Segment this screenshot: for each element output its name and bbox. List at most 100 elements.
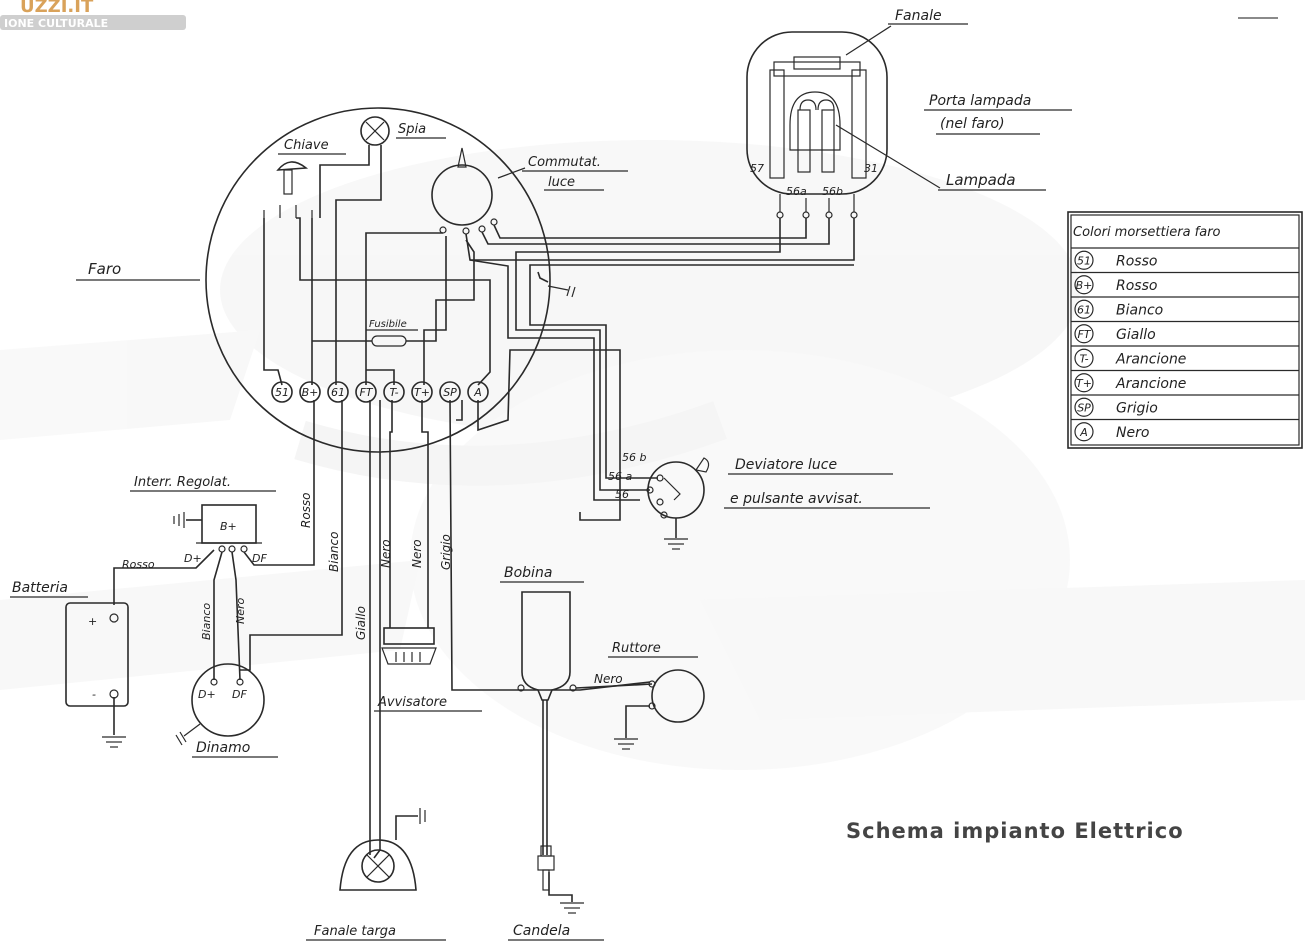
dinamo-label: Dinamo <box>196 740 250 756</box>
faro-terminal-label-4: T- <box>389 386 398 399</box>
deviatore-group: 56 b 56 a 56 Deviatore luce e pulsante a… <box>608 451 930 538</box>
regolatore-df: DF <box>252 552 267 565</box>
avvisatore-body <box>383 627 435 645</box>
fusibile-label: Fusibile <box>369 319 407 330</box>
fanale-targa-body <box>339 839 417 891</box>
lampada-label: Lampada <box>946 171 1016 189</box>
batteria-group: Batteria + - <box>10 580 129 748</box>
commutatore-sublabel: luce <box>548 175 575 190</box>
dinamo-dplus: D+ <box>198 688 216 701</box>
faro-terminal-label-1: B+ <box>302 386 319 399</box>
lamp-terminal-57: 57 <box>750 162 764 175</box>
chiave-key-icon <box>276 161 309 171</box>
candela-label: Candela <box>513 923 570 939</box>
ruttore-label: Ruttore <box>612 641 661 656</box>
regolatore-bplus: B+ <box>220 520 237 533</box>
bobina-coil <box>521 591 571 701</box>
legend-code: B+ <box>1076 279 1093 292</box>
deviatore-label: Deviatore luce <box>735 457 837 473</box>
commutatore-label: Commutat. <box>528 155 601 170</box>
deviatore-terminal-56b: 56 b <box>622 451 646 464</box>
legend-code: 61 <box>1077 303 1091 316</box>
legend-code-circle <box>1074 422 1094 442</box>
fanale-label: Fanale <box>895 8 942 24</box>
deviatore-terminal-56: 56 <box>615 488 629 501</box>
ruttore-body <box>651 669 705 723</box>
commutatore-luce <box>431 164 493 226</box>
watermark-line2: IONE CULTURALE <box>4 17 108 30</box>
legend-color-name: Rosso <box>1116 253 1157 269</box>
legend-code: A <box>1079 426 1088 439</box>
avvisatore-label: Avvisatore <box>377 695 447 710</box>
legend-code: SP <box>1077 401 1091 414</box>
wire-label-grigio: Grigio <box>439 534 453 570</box>
spia-lamp <box>360 116 390 146</box>
candela-plug <box>537 855 555 871</box>
legend-code-circle <box>1074 275 1094 295</box>
batteria-body <box>65 602 129 707</box>
fanale-targa-group: Fanale targa <box>306 839 446 941</box>
lamp-terminal-31: 31 <box>864 162 878 175</box>
wire-labels: Rosso Bianco Giallo Nero Nero Grigio Bia… <box>122 492 623 686</box>
fanale-group: Fanale 57 56a 56b 31 Porta lampada (nel … <box>746 8 1072 219</box>
lamp-terminal-56a: 56a <box>786 185 807 198</box>
regolatore-dplus: D+ <box>184 552 202 565</box>
batteria-plus: + <box>88 615 97 628</box>
chiave-label: Chiave <box>284 138 329 153</box>
diagram-title: Schema impianto Elettrico <box>846 819 1184 843</box>
watermark-line1: UZZI.IT <box>20 0 94 17</box>
batteria-minus: - <box>92 688 96 701</box>
legend-code-circle <box>1074 348 1094 368</box>
wire-label-nero-ruttore: Nero <box>594 672 623 686</box>
wire-label-nero-1: Nero <box>379 539 393 568</box>
deviatore-earth <box>664 538 688 550</box>
regolatore-label: Interr. Regolat. <box>134 475 231 490</box>
wire-label-nero-2: Nero <box>410 539 424 568</box>
faro-terminal-block: 51 B+ 61 FT T- T+ SP A <box>271 381 489 403</box>
legend-code-circle <box>1074 250 1094 270</box>
faro-terminal-1 <box>299 381 321 403</box>
wire-label-nero-dyn: Nero <box>234 597 247 624</box>
fanale-targa-label: Fanale targa <box>314 924 396 939</box>
legend-code: 51 <box>1077 254 1091 267</box>
faro-terminal-label-3: FT <box>359 386 373 399</box>
dinamo-df: DF <box>232 688 247 701</box>
watermark-logo: UZZI.IT IONE CULTURALE <box>0 0 188 32</box>
faro-terminal-2 <box>327 381 349 403</box>
wire-label-bianco-dyn: Bianco <box>200 603 213 640</box>
faro-housing <box>205 107 551 453</box>
dinamo-body <box>191 663 265 737</box>
wire-label-rosso-reg: Rosso <box>299 492 313 528</box>
regolatore-group: Interr. Regolat. B+ D+ DF <box>130 475 276 565</box>
faro-terminal-label-2: 61 <box>331 386 345 399</box>
wire-label-giallo: Giallo <box>354 606 368 640</box>
deviatore-sublabel: e pulsante avvisat. <box>730 491 863 507</box>
legend-color-name: Grigio <box>1116 400 1158 416</box>
legend-color-name: Nero <box>1116 425 1149 441</box>
watermark-shapes <box>0 140 1305 770</box>
legend-code-circle <box>1074 299 1094 319</box>
legend-code-circle <box>1074 397 1094 417</box>
dinamo-group: D+ DF Dinamo <box>175 663 278 758</box>
faro-terminal-label-6: SP <box>443 386 457 399</box>
faro-group: Faro Spia Chiave Commutat. luce Fusibile <box>76 107 628 453</box>
fanale-housing <box>746 31 888 195</box>
legend-color-name: Bianco <box>1116 302 1163 318</box>
faro-terminal-label-5: T+ <box>414 386 430 399</box>
porta-lampada-label: Porta lampada <box>929 93 1031 109</box>
porta-lampada-sublabel: (nel faro) <box>940 116 1005 132</box>
legend-color-name: Giallo <box>1116 327 1156 343</box>
spia-label: Spia <box>398 122 426 137</box>
faro-terminal-label-7: A <box>473 386 482 399</box>
legend-color-name: Rosso <box>1116 278 1157 294</box>
legend-code: T+ <box>1076 377 1092 390</box>
bobina-group: Bobina <box>500 565 584 701</box>
avvisatore-group: Avvisatore <box>374 627 482 712</box>
faro-terminal-label-0: 51 <box>275 386 289 399</box>
lamp-terminal-56b: 56b <box>822 185 843 198</box>
lampada-bulb <box>789 91 841 151</box>
legend-code: T- <box>1079 352 1088 365</box>
